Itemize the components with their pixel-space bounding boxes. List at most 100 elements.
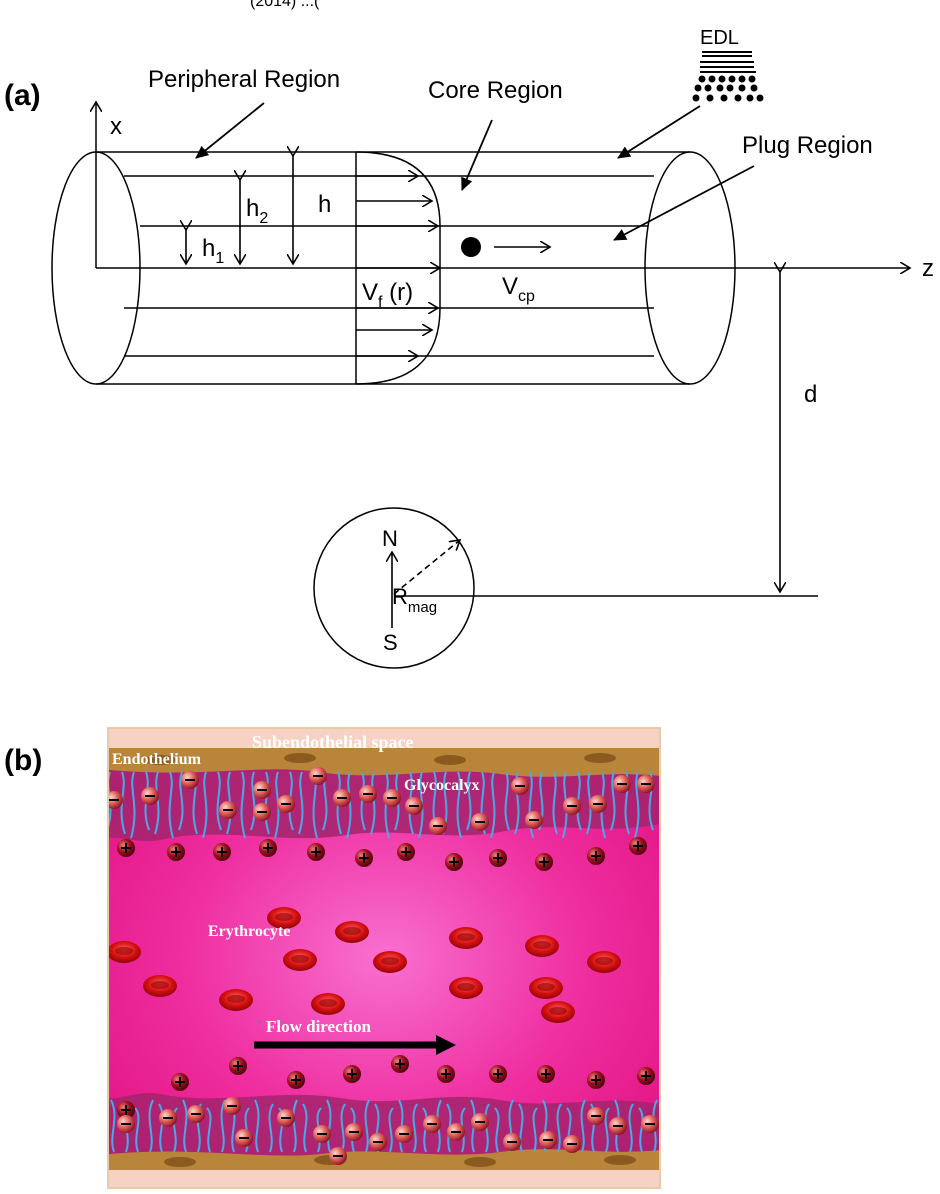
positive-ion-icon — [489, 849, 507, 867]
negative-ion-icon — [313, 1125, 331, 1143]
magnet: N S Rmag — [313, 507, 818, 669]
negative-ion-icon — [369, 1133, 387, 1151]
positive-ion-icon — [117, 1101, 135, 1119]
positive-ion-icon — [397, 843, 415, 861]
glycocalyx-fiber — [634, 771, 640, 839]
negative-ion-icon — [253, 781, 271, 799]
endothelium-label: Endothelium — [112, 751, 202, 768]
erythrocyte-icon — [108, 941, 141, 963]
magnet-circle — [313, 507, 475, 669]
h-label: h — [318, 191, 331, 218]
erythrocyte-icon — [525, 935, 559, 957]
negative-ion-icon — [637, 775, 655, 793]
negative-ion-icon — [563, 797, 581, 815]
glycocalyx-fiber — [326, 1099, 332, 1153]
glycocalyx-fiber — [586, 771, 592, 835]
negative-ion-icon — [359, 785, 377, 803]
negative-ion-icon — [511, 777, 529, 795]
h2-label: h2 — [246, 195, 268, 227]
glycocalyx-fiber — [552, 771, 558, 835]
glycocalyx-fiber — [412, 1103, 418, 1153]
particle-velocity-label: Vcp — [502, 273, 535, 305]
glycocalyx-fiber — [576, 771, 582, 831]
glycocalyx-fiber — [292, 1099, 298, 1153]
glycocalyx-fiber — [158, 1103, 164, 1153]
edl-pointer-arrow — [617, 105, 701, 159]
glycocalyx-fiber — [172, 1107, 178, 1153]
core-pointer-arrow — [461, 119, 493, 191]
glycocalyx-fiber — [340, 1103, 346, 1153]
negative-ion-icon — [223, 1097, 241, 1115]
erythrocyte-icon — [143, 975, 177, 997]
plug-region-label: Plug Region — [742, 132, 873, 159]
negative-ion-icon — [471, 813, 489, 831]
glycocalyx-fiber — [624, 771, 630, 835]
erythrocyte-icon — [449, 977, 483, 999]
glycocalyx-fiber — [244, 1107, 250, 1153]
negative-ion-icon — [345, 1123, 363, 1141]
panel-b: (b) Subendothelial space Endothelium — [4, 727, 661, 1189]
negative-ion-icon — [277, 795, 295, 813]
endothelium-top — [108, 748, 660, 777]
endothelial-nuclei — [144, 753, 636, 1167]
panel-b-border — [107, 727, 661, 1189]
glycocalyx-fiber — [226, 771, 232, 835]
core-region-label: Core Region — [428, 77, 563, 104]
glycocalyx-fiber — [364, 1099, 370, 1153]
glycocalyx-fiber — [514, 771, 520, 835]
positive-ion-icon — [437, 1065, 455, 1083]
h1-label: h1 — [202, 235, 224, 267]
erythrocyte-icon — [449, 927, 483, 949]
glycocalyx-fiber — [216, 771, 222, 831]
fluid-velocity-label: Vf (r) — [362, 279, 413, 311]
magnetic-particle — [461, 237, 481, 257]
negative-ion-icon — [613, 775, 631, 793]
glycocalyx-fiber — [206, 1107, 212, 1153]
negative-ion-icon — [141, 787, 159, 805]
glycocalyx-fiber — [278, 1107, 284, 1153]
panel-a: (a) x z — [4, 27, 934, 669]
negative-ion-icon — [181, 771, 199, 789]
negative-ion-icon — [309, 767, 327, 785]
erythrocyte-icon — [219, 989, 253, 1011]
flow-direction-label: Flow direction — [266, 1017, 372, 1036]
negative-ion-icon — [395, 1125, 413, 1143]
erythrocyte-icon — [311, 993, 345, 1015]
negative-ion-icon — [383, 789, 401, 807]
glycocalyx-fiber — [148, 1099, 154, 1153]
negative-ion-icon — [277, 1109, 295, 1127]
peripheral-region-label: Peripheral Region — [148, 66, 340, 93]
glycocalyx-fiber — [240, 771, 246, 839]
glycocalyx-fiber — [628, 1103, 634, 1153]
glycocalyx-fiber — [298, 771, 304, 835]
endothelium-bottom — [108, 1149, 660, 1170]
subendothelial-space-label: Subendothelial space — [252, 732, 414, 752]
negative-ion-icon — [587, 1107, 605, 1125]
panel-b-label: (b) — [4, 744, 42, 777]
glycocalyx-fiber — [490, 771, 496, 839]
negative-ion-icon — [447, 1123, 465, 1141]
glycocalyx-fiber — [388, 1107, 394, 1153]
velocity-profile-curve — [355, 151, 441, 385]
positive-ion-icon — [117, 839, 135, 857]
negative-ion-icon — [609, 1117, 627, 1135]
south-label: S — [383, 630, 398, 655]
positive-ion-icon — [535, 853, 553, 871]
negative-ion-icon — [525, 811, 543, 829]
panel-a-label: (a) — [4, 79, 41, 112]
negative-ion-icon — [423, 1115, 441, 1133]
glycocalyx-fiber — [134, 1107, 140, 1153]
glycocalyx-fiber — [604, 1107, 610, 1153]
positive-ion-icon — [287, 1071, 305, 1089]
positive-ion-icon — [355, 849, 373, 867]
negative-ion-icon — [429, 817, 447, 835]
glycocalyx-fiber — [638, 1107, 644, 1153]
flow-arrowhead — [436, 1035, 456, 1055]
erythrocyte-icon — [283, 949, 317, 971]
negative-ion-icon — [235, 1129, 253, 1147]
glycocalyx-fiber — [518, 1103, 524, 1153]
erythrocyte-icon — [529, 977, 563, 999]
negative-ion-icon — [405, 797, 423, 815]
glycocalyx-fiber — [110, 1099, 116, 1153]
negative-ion-icon — [329, 1147, 347, 1165]
